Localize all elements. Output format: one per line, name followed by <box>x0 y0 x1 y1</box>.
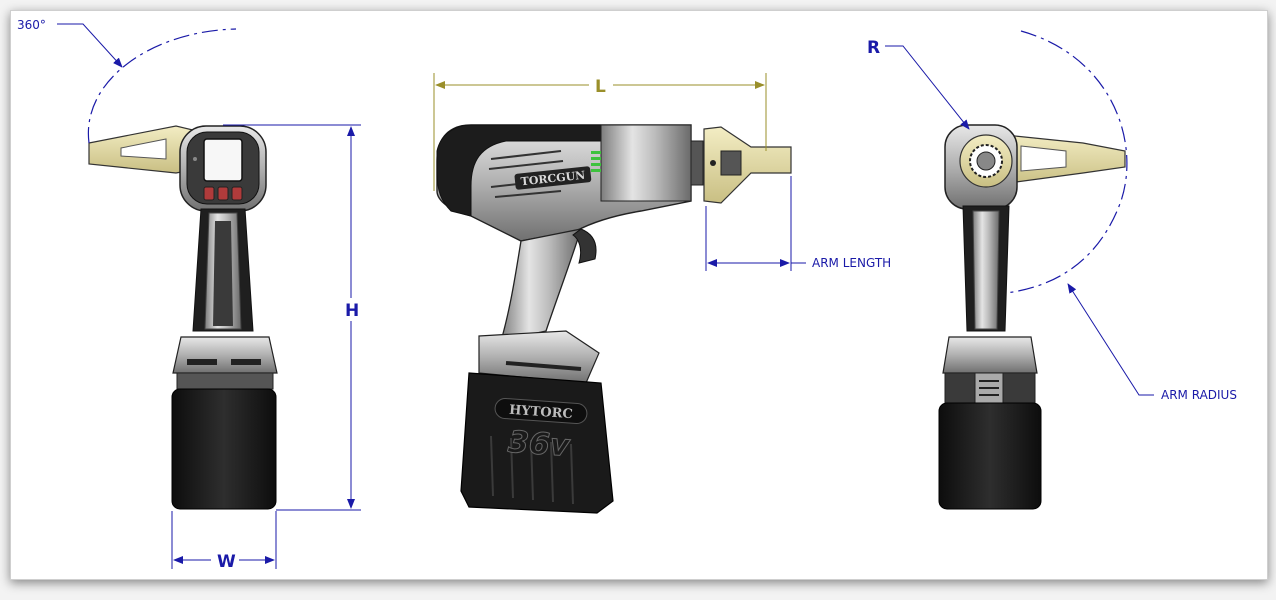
front-view-tool <box>88 125 278 510</box>
arm-length-dimension: ARM LENGTH <box>705 176 891 271</box>
arm-length-label: ARM LENGTH <box>812 256 891 270</box>
height-label: H <box>345 301 359 321</box>
dimension-drawing: 360° H W <box>17 18 1237 572</box>
side-view-tool: TORCGUN HYTORC 36v <box>436 124 792 514</box>
rear-view-tool <box>938 124 1126 510</box>
rotation-dimension: 360° <box>17 18 237 144</box>
drawing-frame: 360° H W <box>10 10 1268 580</box>
reaction-radius-label: R <box>867 38 880 58</box>
width-label: W <box>217 552 236 572</box>
reaction-radius-dimension: R <box>867 38 970 130</box>
arm-radius-dimension: ARM RADIUS <box>1005 30 1237 402</box>
width-dimension: W <box>171 511 277 572</box>
voltage-label: 36v <box>507 425 572 464</box>
length-label: L <box>595 77 606 97</box>
hytorc-logo: HYTORC <box>509 403 574 422</box>
length-dimension: L <box>433 73 767 191</box>
height-dimension: H <box>223 124 361 511</box>
arm-radius-label: ARM RADIUS <box>1161 388 1237 402</box>
rotation-label: 360° <box>17 18 46 32</box>
